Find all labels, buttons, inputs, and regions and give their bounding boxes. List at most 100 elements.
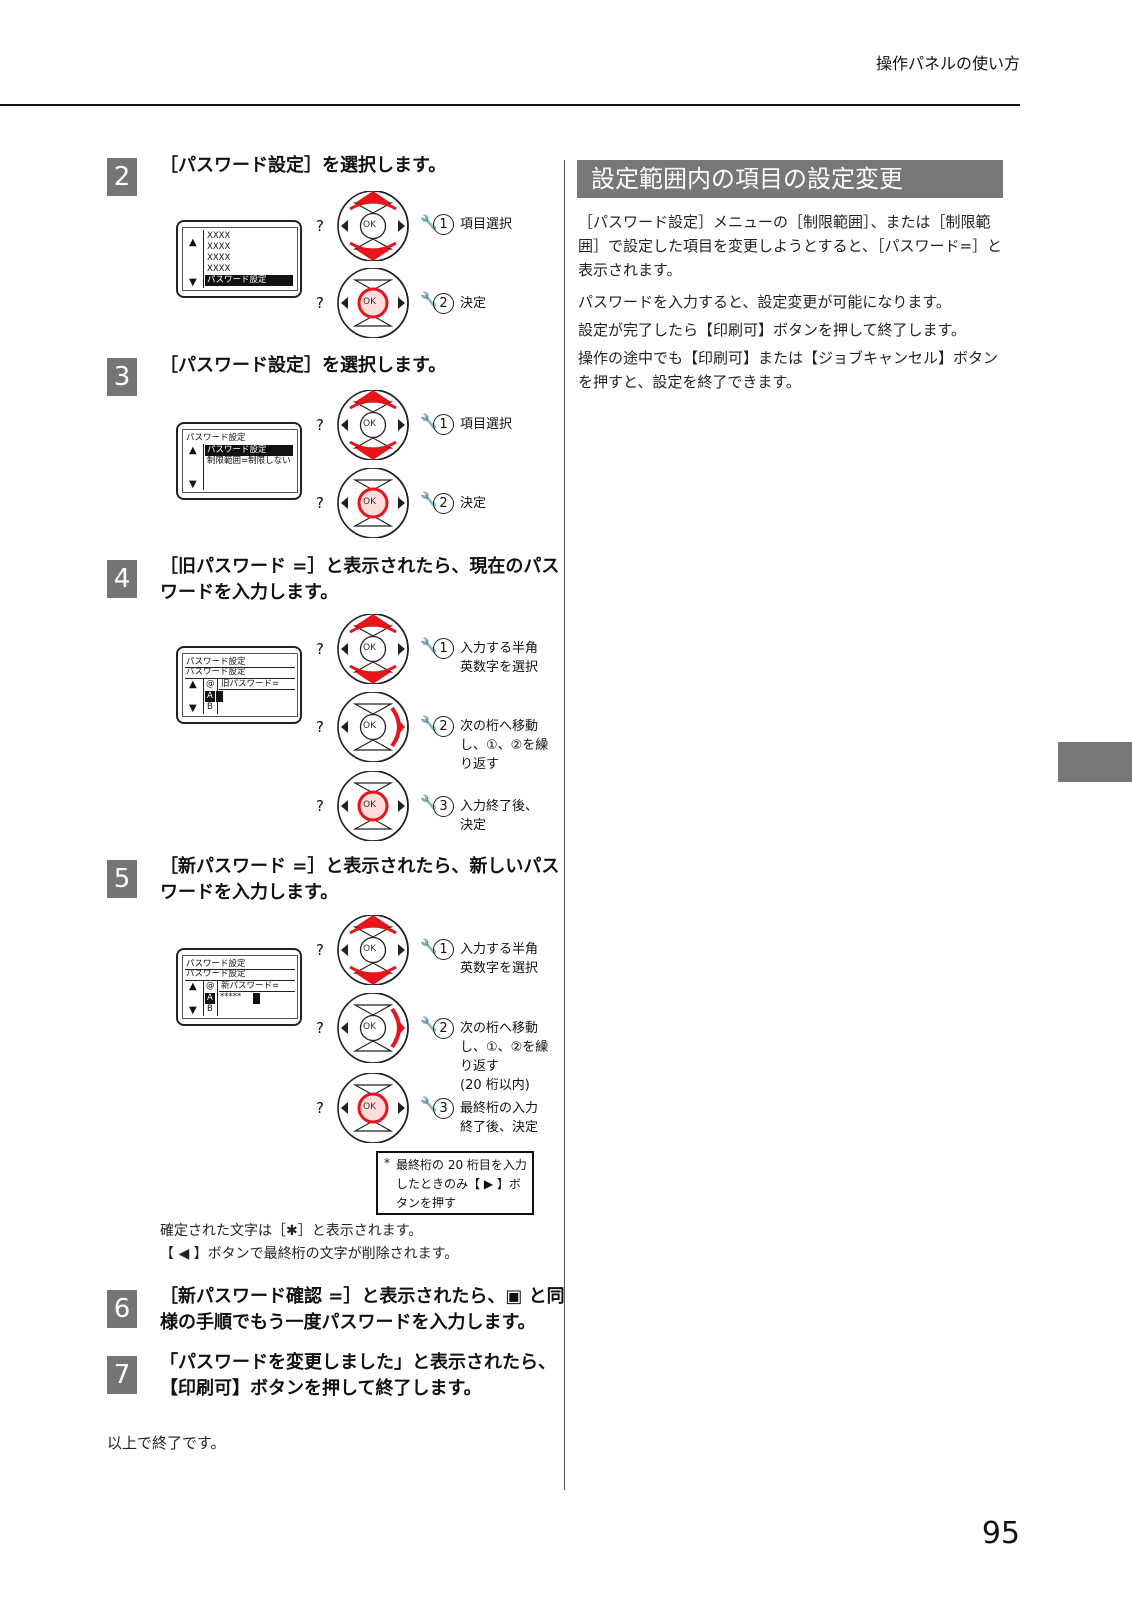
right-paragraph-2: パスワードを入力すると、設定変更が可能になります。 — [578, 293, 951, 311]
control-pad-ok: ? OK 🔧 — [316, 771, 437, 841]
lcd-title: パスワード設定 — [186, 657, 246, 667]
circled-number-2: 2 — [433, 293, 454, 314]
note-text: 最終桁の 20 桁目を入力したときのみ【 ▶ 】ボタンを押す — [396, 1158, 527, 1210]
control-pad-right: ? OK 🔧 — [316, 692, 437, 762]
right-paragraph-1: ［パスワード設定］メニューの［制限範囲］、または［制限範囲］で設定した項目を変更… — [578, 213, 1003, 279]
lcd-screen-step3: パスワード設定 ▲ ▼ パスワード設定 制限範囲=制限しない — [176, 422, 302, 500]
lcd-char: B — [207, 1004, 213, 1014]
annotation-confirm: 決定 — [460, 296, 487, 311]
step-7-text: 「パスワードを変更しました」と表示されたら、 【印刷可】ボタンを押して終了します… — [160, 1352, 556, 1399]
down-triangle-icon: ▼ — [189, 703, 197, 714]
lcd-line: XXXX — [207, 242, 231, 252]
control-pad-updown: ? OK 🔧 — [316, 191, 437, 261]
step-number-5: 5 — [107, 860, 137, 898]
note-asterisk: * — [384, 1156, 390, 1170]
down-triangle-icon: ▼ — [189, 277, 197, 288]
note-box: * 最終桁の 20 桁目を入力したときのみ【 ▶ 】ボタンを押す — [376, 1151, 534, 1215]
control-pad-ok: ? OK 🔧 — [316, 468, 437, 538]
lcd-title: パスワード設定 — [186, 959, 246, 969]
lcd-line: XXXX — [207, 253, 231, 263]
help-icon: ? — [316, 294, 324, 312]
step-number-2: 2 — [107, 158, 137, 196]
lcd-field: 新パスワード= — [221, 981, 280, 991]
page-number: 95 — [981, 1516, 1020, 1551]
lcd-marker: @ — [206, 981, 215, 991]
up-triangle-icon: ▲ — [189, 981, 197, 992]
lcd-title: パスワード設定 — [186, 433, 246, 443]
lcd-char: A — [205, 993, 215, 1004]
ok-button: OK — [363, 944, 376, 954]
circled-number-1: 1 — [433, 638, 454, 659]
step-2-text: ［パスワード設定］を選択します。 — [160, 155, 447, 176]
help-icon: ? — [316, 941, 324, 959]
step-number-6: 6 — [107, 1290, 137, 1328]
lcd-screen-step4: パスワード設定 パスワード設定 ▲ ▼ @ 旧パスワード= A B — [176, 646, 302, 724]
lcd-char: B — [207, 702, 213, 712]
annotation-choose-char: 入力する半角 英数字を選択 — [460, 942, 539, 976]
circled-number-1: 1 — [433, 939, 454, 960]
step-6-text: ［新パスワード確認 =］と表示されたら、▣ と同 様の手順でもう一度パスワードを… — [160, 1286, 565, 1333]
up-triangle-icon: ▲ — [189, 679, 197, 690]
lcd-title: パスワード設定 — [186, 969, 246, 979]
help-icon: ? — [316, 797, 324, 815]
lcd-highlight: パスワード設定 — [205, 275, 293, 286]
annotation-choose-char: 入力する半角 英数字を選択 — [460, 641, 539, 675]
help-icon: ? — [316, 416, 324, 434]
circled-number-3: 3 — [433, 796, 454, 817]
ok-button: OK — [363, 297, 376, 307]
lcd-field: 旧パスワード= — [221, 679, 280, 689]
delete-char-note: 【 ◀ 】ボタンで最終桁の文字が削除されます。 — [160, 1246, 459, 1262]
help-icon: ? — [316, 217, 324, 235]
right-paragraph-4: 操作の途中でも【印刷可】または【ジョブキャンセル】ボタンを押すと、設定を終了でき… — [578, 349, 999, 391]
lcd-line: XXXX — [207, 264, 231, 274]
lcd-highlight: パスワード設定 — [205, 445, 293, 456]
chapter-tab — [1058, 742, 1132, 782]
control-pad-ok: ? OK 🔧 — [316, 1073, 437, 1143]
circled-number-1: 1 — [433, 414, 454, 435]
lcd-marker: @ — [206, 679, 215, 689]
step-number-7: 7 — [107, 1356, 137, 1394]
lcd-stars: ***** — [220, 992, 242, 1002]
circled-number-2: 2 — [433, 716, 454, 737]
annotation-select: 項目選択 — [460, 417, 513, 432]
column-divider — [564, 160, 565, 1490]
ok-button: OK — [363, 419, 376, 429]
down-triangle-icon: ▼ — [189, 479, 197, 490]
control-pad-right: ? OK 🔧 — [316, 993, 437, 1063]
circled-number-1: 1 — [433, 214, 454, 235]
annotation-next-digit-20: 次の桁へ移動 し、①、②を繰 り返す (20 桁以内) — [460, 1021, 549, 1093]
down-triangle-icon: ▼ — [189, 1005, 197, 1016]
annotation-confirm: 決定 — [460, 496, 487, 511]
circled-number-2: 2 — [433, 493, 454, 514]
control-pad-ok: ? OK 🔧 — [316, 268, 437, 338]
help-icon: ? — [316, 1019, 324, 1037]
help-icon: ? — [316, 494, 324, 512]
ending-text: 以上で終了です。 — [107, 1434, 226, 1452]
right-paragraph-3: 設定が完了したら【印刷可】ボタンを押して終了します。 — [578, 321, 967, 339]
up-triangle-icon: ▲ — [189, 237, 197, 248]
confirmed-char-note: 確定された文字は［✱］と表示されます。 — [160, 1223, 423, 1239]
lcd-screen-step2: ▲ ▼ XXXX XXXX XXXX XXXX パスワード設定 — [176, 220, 302, 298]
help-icon: ? — [316, 718, 324, 736]
header-rule — [0, 104, 1020, 106]
lcd-title: パスワード設定 — [186, 667, 246, 677]
ok-button: OK — [363, 643, 376, 653]
help-icon: ? — [316, 1099, 324, 1117]
up-triangle-icon: ▲ — [189, 445, 197, 456]
help-icon: ? — [316, 640, 324, 658]
ok-button: OK — [363, 1022, 376, 1032]
ok-button: OK — [363, 721, 376, 731]
control-pad-updown: ? OK 🔧 — [316, 390, 437, 460]
ok-button: OK — [363, 497, 376, 507]
annotation-next-digit: 次の桁へ移動 し、①、②を繰 り返す — [460, 719, 549, 772]
step-5-text: ［新パスワード =］と表示されたら、新しいパス ワードを入力します。 — [160, 856, 560, 903]
circled-number-2: 2 — [433, 1018, 454, 1039]
control-pad-updown: ? OK 🔧 — [316, 614, 437, 684]
lcd-line: 制限範囲=制限しない — [207, 456, 291, 466]
step-number-4: 4 — [107, 560, 137, 598]
step-4-text: ［旧パスワード =］と表示されたら、現在のパス ワードを入力します。 — [160, 556, 560, 603]
annotation-last-done: 最終桁の入力 終了後、決定 — [460, 1101, 539, 1135]
step-number-3: 3 — [107, 358, 137, 396]
lcd-screen-step5: パスワード設定 パスワード設定 ▲ ▼ @ 新パスワード= A ***** B — [176, 948, 302, 1026]
ok-button: OK — [363, 800, 376, 810]
